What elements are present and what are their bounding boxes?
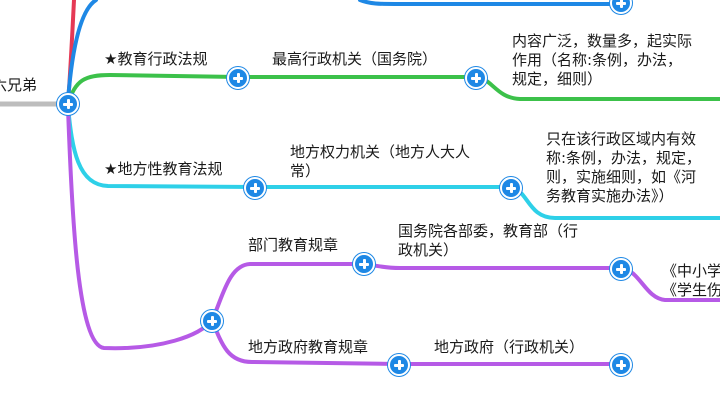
local-regulation-issuer: 地方权力机关（地方人大人 常）: [290, 143, 471, 180]
local-gov-rules-title: 地方政府教育规章: [248, 338, 369, 356]
expand-node-plus-icon[interactable]: [201, 310, 223, 332]
branch-line-blue-top: [358, 0, 622, 6]
dept-rules-issuer: 国务院各部委，教育部（行 政机关）: [398, 222, 579, 259]
local-regulation-title: ★地方性教育法规: [104, 160, 223, 178]
branch-line-purple-dept: [210, 262, 366, 322]
root-label: 六兄弟: [0, 76, 38, 94]
expand-node-plus-icon[interactable]: [610, 354, 632, 376]
expand-node-plus-icon[interactable]: [244, 177, 266, 199]
expand-node-plus-icon[interactable]: [353, 253, 375, 275]
expand-node-plus-icon[interactable]: [610, 0, 632, 14]
local-regulation-detail: 只在该行政区域内有效 称:条例，办法，规定， 则，实施细则，如《河 务教育实施办…: [546, 130, 702, 205]
branch-line-purple: [66, 106, 214, 351]
branch-line-blue: [66, 0, 98, 102]
expand-node-plus-icon[interactable]: [57, 93, 79, 115]
local-gov-rules-issuer: 地方政府（行政机关）: [434, 338, 585, 356]
expand-node-plus-icon[interactable]: [500, 177, 522, 199]
admin-regulation-issuer: 最高行政机关（国务院）: [272, 50, 438, 68]
expand-node-plus-icon[interactable]: [610, 258, 632, 280]
admin-regulation-title: ★教育行政法规: [104, 50, 208, 68]
dept-rules-title: 部门教育规章: [248, 236, 339, 254]
expand-node-plus-icon[interactable]: [465, 67, 487, 89]
admin-regulation-detail: 内容广泛，数量多，起实际 作用（名称:条例，办法， 规定，细则）: [512, 32, 693, 88]
branch-line-purple-dept-2: [362, 262, 623, 270]
dept-rules-detail: 《中小学 《学生伤: [662, 262, 720, 299]
branch-line-green: [66, 72, 240, 106]
expand-node-plus-icon[interactable]: [388, 354, 410, 376]
expand-node-plus-icon[interactable]: [227, 67, 249, 89]
